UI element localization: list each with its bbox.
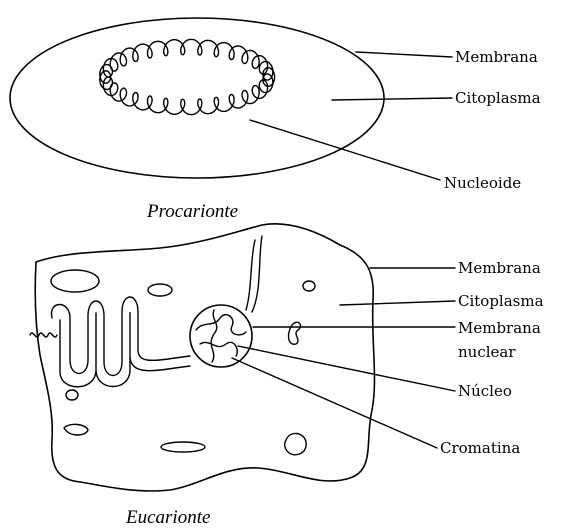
nucleus (190, 305, 252, 367)
prokaryote-nucleoid-label: Nucleoide (444, 174, 521, 192)
eukaryote-cytoplasm-leader (340, 301, 455, 305)
eukaryote-chromatin-leader (232, 358, 437, 448)
nuclear-membrane (190, 305, 252, 367)
organelle-bottom-left (66, 390, 78, 400)
organelle-right-top (303, 281, 315, 291)
organelle-bottom-right (285, 433, 307, 454)
eukaryote-nuclear-membrane-label-line1: Membrana (458, 319, 541, 337)
organelle-bottom-left-2 (64, 424, 88, 435)
eukaryote-membrane-label: Membrana (458, 259, 541, 277)
prokaryote-membrane-label: Membrana (455, 48, 538, 66)
eukaryote-nucleus-leader (238, 346, 455, 391)
eukaryote-cell (30, 224, 374, 491)
eukaryote-inner-partition (246, 240, 255, 310)
flagellum-squiggle (30, 333, 57, 337)
eukaryote-membrane (35, 224, 374, 491)
organelle-top-left (51, 270, 99, 292)
eukaryote-caption: Eucarionte (125, 507, 210, 528)
chromatin (196, 310, 246, 362)
prokaryote-cell (10, 18, 384, 178)
organelle-right-mid (289, 322, 301, 344)
prokaryote-cytoplasm-label: Citoplasma (455, 89, 541, 107)
organelle-bottom-center (161, 442, 205, 452)
eukaryote-nucleus-label: Núcleo (458, 382, 512, 400)
endoplasmic-reticulum (52, 297, 190, 376)
endoplasmic-reticulum-inner (60, 313, 190, 387)
eukaryote-nuclear-membrane-label-line2: nuclear (458, 343, 516, 361)
prokaryote-membrane-leader (356, 52, 452, 57)
prokaryote-nucleoid-leader (250, 120, 440, 180)
prokaryote-cytoplasm-leader (332, 98, 452, 100)
nucleoid (100, 39, 275, 114)
organelle-top-center (148, 284, 172, 296)
eukaryote-chromatin-label: Cromatina (440, 439, 520, 457)
eukaryote-cytoplasm-label: Citoplasma (458, 292, 544, 310)
prokaryote-caption: Procarionte (146, 201, 238, 222)
